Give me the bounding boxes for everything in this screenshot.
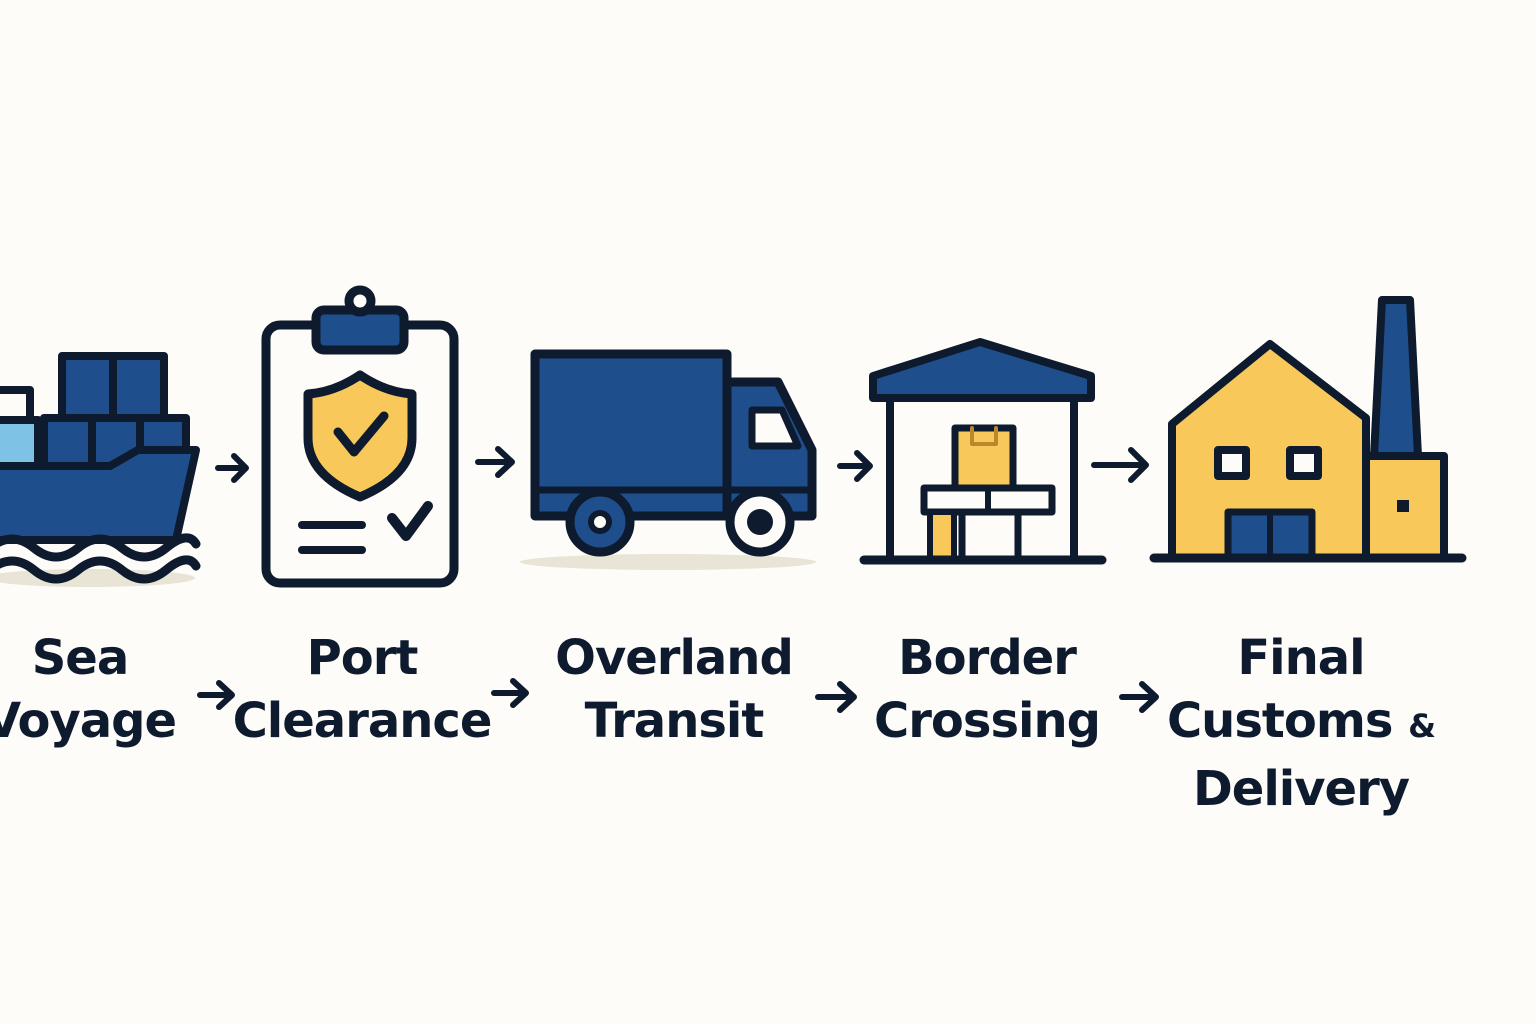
step-label-overland-transit: Overland Transit bbox=[544, 627, 804, 753]
clipboard-shield-icon bbox=[261, 285, 459, 588]
right-arrow-icon bbox=[197, 680, 235, 710]
step-label-sea-voyage: Sea Voyage bbox=[0, 627, 200, 753]
step-label-line: Crossing bbox=[874, 693, 1101, 749]
step-label-port-clearance: Port Clearance bbox=[232, 627, 493, 753]
right-arrow-icon bbox=[475, 446, 515, 478]
step-label-line: Clearance bbox=[232, 693, 493, 749]
factory-icon bbox=[1149, 296, 1467, 563]
right-arrow-icon bbox=[1119, 681, 1159, 713]
step-label-line: Delivery bbox=[1192, 761, 1410, 817]
step-label-line: Voyage bbox=[0, 693, 177, 749]
ampersand-text: & bbox=[1408, 707, 1436, 745]
step-label-line: Overland bbox=[555, 630, 794, 686]
step-label-line: Final bbox=[1237, 630, 1365, 686]
step-label-line: Sea bbox=[31, 630, 130, 686]
right-arrow-icon bbox=[491, 678, 529, 708]
border-station-icon bbox=[859, 338, 1107, 565]
step-label-line: Port bbox=[306, 630, 419, 686]
truck-icon bbox=[520, 349, 817, 570]
step-label-line-text: Customs bbox=[1166, 693, 1393, 749]
right-arrow-icon bbox=[837, 450, 873, 482]
right-arrow-icon bbox=[1091, 447, 1149, 483]
step-label-line: Customs & bbox=[1166, 690, 1436, 758]
step-label-line: Transit bbox=[584, 693, 765, 749]
cargo-ship-icon bbox=[0, 352, 201, 587]
step-label-border-crossing: Border Crossing bbox=[862, 627, 1112, 753]
right-arrow-icon bbox=[815, 681, 857, 713]
right-arrow-icon bbox=[215, 453, 249, 483]
step-label-final-customs-delivery: Final Customs & Delivery bbox=[1166, 627, 1436, 821]
step-label-line: Border bbox=[898, 630, 1077, 686]
